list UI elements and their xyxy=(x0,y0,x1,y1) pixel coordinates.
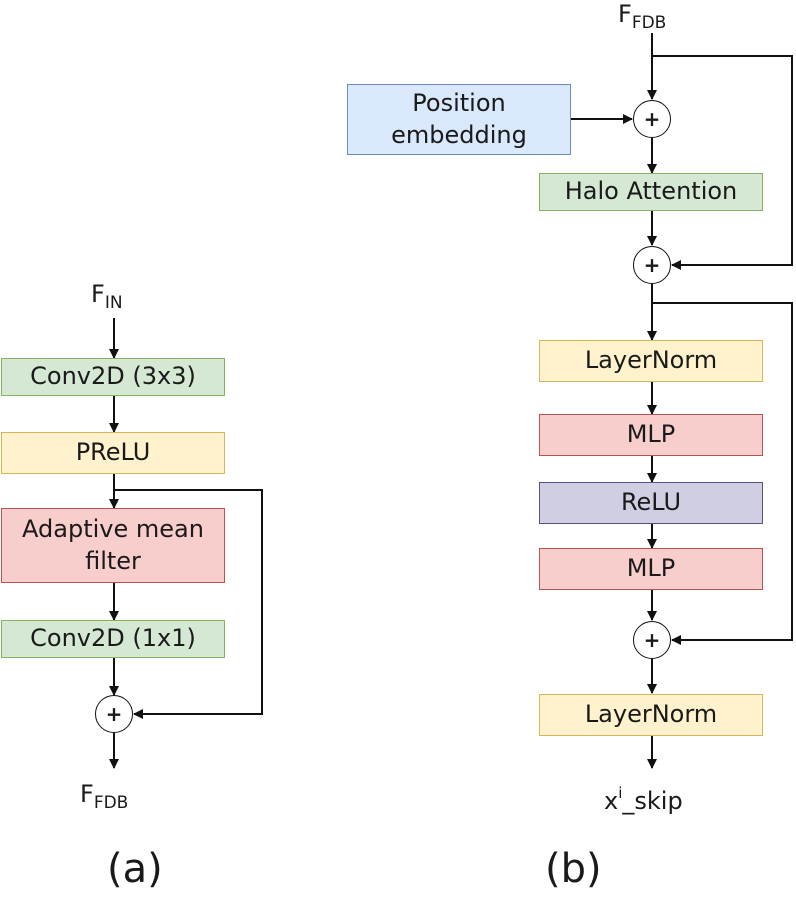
b-mlp-block-1: MLP xyxy=(539,414,763,456)
b-input-label: FFDB xyxy=(618,0,667,33)
a-prelu-label: PReLU xyxy=(75,438,151,467)
b-sum-node-1: + xyxy=(633,100,671,138)
b-relu-block: ReLU xyxy=(539,482,763,524)
b-layernorm-label-1: LayerNorm xyxy=(584,346,718,375)
a-conv2d-3x3-block: Conv2D (3x3) xyxy=(1,358,225,396)
a-output-label: FFDB xyxy=(80,780,129,813)
a-input-label: FIN xyxy=(91,280,123,313)
b-mlp-label-2: MLP xyxy=(626,554,676,583)
b-mlp-block-2: MLP xyxy=(539,548,763,590)
b-pos-line2: embedding xyxy=(391,120,527,149)
b-layernorm-block-2: LayerNorm xyxy=(539,694,763,736)
b-layernorm-block-1: LayerNorm xyxy=(539,340,763,382)
a-amf-line2: filter xyxy=(85,546,141,575)
b-layernorm-label-2: LayerNorm xyxy=(584,700,718,729)
b-sum-node-3: + xyxy=(633,621,671,659)
a-conv2d-1x1-block: Conv2D (1x1) xyxy=(1,620,225,658)
arrow-b-skip2 xyxy=(652,302,793,645)
arrow-a-skip xyxy=(114,489,263,719)
a-amf-line1: Adaptive mean xyxy=(22,515,204,544)
b-position-embedding-block: Position embedding xyxy=(347,84,571,155)
a-adaptive-mean-filter-block: Adaptive mean filter xyxy=(1,508,225,583)
caption-a: (a) xyxy=(107,846,163,892)
a-conv2d-1x1-label: Conv2D (1x1) xyxy=(30,624,196,653)
caption-b: (b) xyxy=(545,846,602,892)
a-prelu-block: PReLU xyxy=(1,432,225,474)
arrow-b-skip1 xyxy=(652,55,793,270)
a-sum-node: + xyxy=(95,695,133,733)
b-output-label: xi_skip xyxy=(604,784,683,815)
b-relu-label: ReLU xyxy=(620,488,682,517)
b-mlp-label-1: MLP xyxy=(626,420,676,449)
b-pos-line1: Position xyxy=(412,89,506,118)
b-sum-node-2: + xyxy=(633,246,671,284)
b-halo-attention-label: Halo Attention xyxy=(564,177,738,206)
a-conv2d-3x3-label: Conv2D (3x3) xyxy=(30,362,196,391)
b-halo-attention-block: Halo Attention xyxy=(539,173,763,211)
